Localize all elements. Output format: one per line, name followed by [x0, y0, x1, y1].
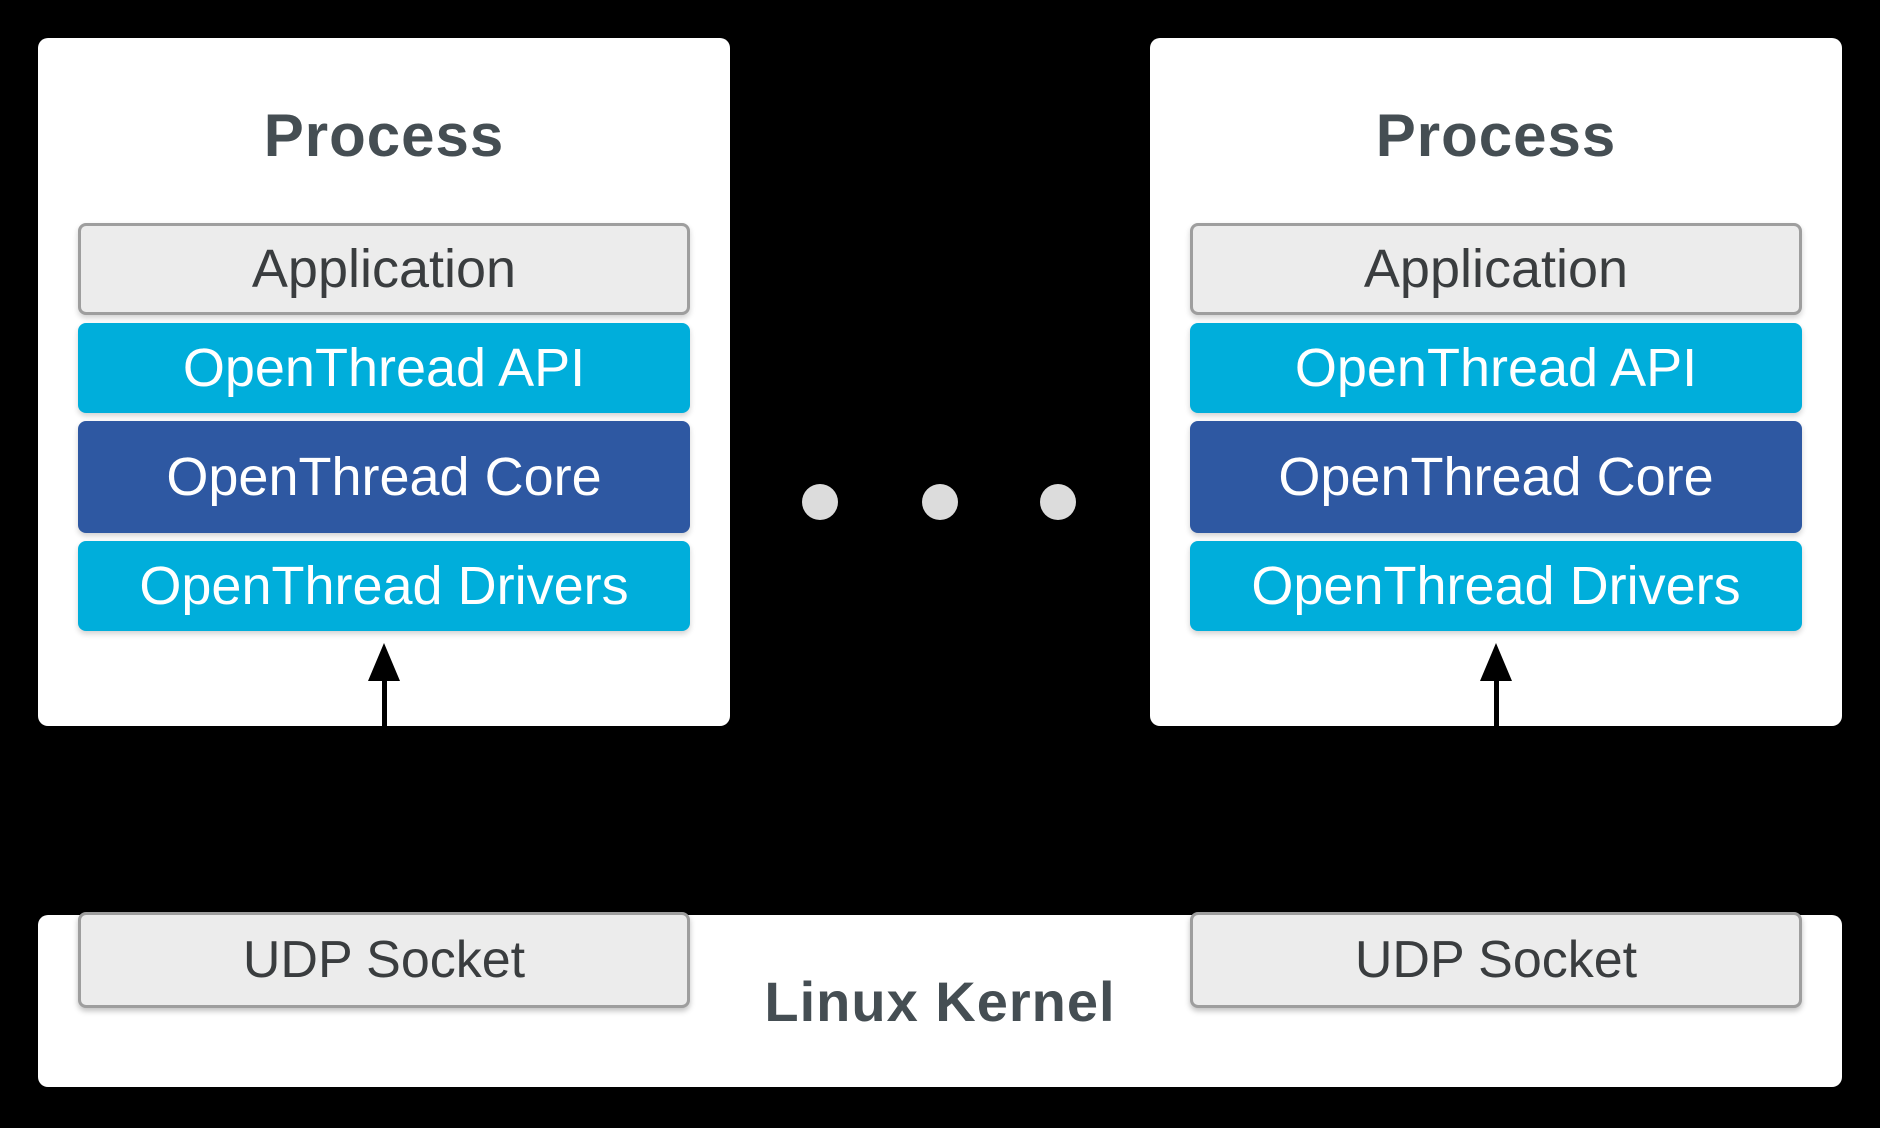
ellipsis-dot — [1040, 484, 1076, 520]
application-layer: Application — [1190, 223, 1802, 315]
ellipsis-dot — [802, 484, 838, 520]
linux-kernel-box: UDP Socket Linux Kernel UDP Socket — [38, 912, 1842, 1087]
openthread-core-layer: OpenThread Core — [1190, 421, 1802, 533]
arrow-stem — [381, 678, 387, 726]
openthread-api-layer: OpenThread API — [1190, 323, 1802, 413]
process-title: Process — [1375, 101, 1617, 169]
linux-kernel-title: Linux Kernel — [764, 969, 1116, 1033]
openthread-drivers-layer: OpenThread Drivers — [78, 541, 690, 631]
udp-socket-right: UDP Socket — [1190, 912, 1802, 1008]
openthread-api-layer: OpenThread API — [78, 323, 690, 413]
arrow-stem — [1493, 678, 1499, 726]
openthread-core-layer: OpenThread Core — [78, 421, 690, 533]
process-box-left: Process Application OpenThread API OpenT… — [38, 38, 730, 726]
application-layer: Application — [78, 223, 690, 315]
process-title: Process — [263, 101, 505, 169]
process-box-right: Process Application OpenThread API OpenT… — [1150, 38, 1842, 726]
ellipsis-dot — [922, 484, 958, 520]
udp-socket-left: UDP Socket — [78, 912, 690, 1008]
arrow-head — [368, 643, 400, 681]
arrow-head — [1480, 643, 1512, 681]
openthread-drivers-layer: OpenThread Drivers — [1190, 541, 1802, 631]
